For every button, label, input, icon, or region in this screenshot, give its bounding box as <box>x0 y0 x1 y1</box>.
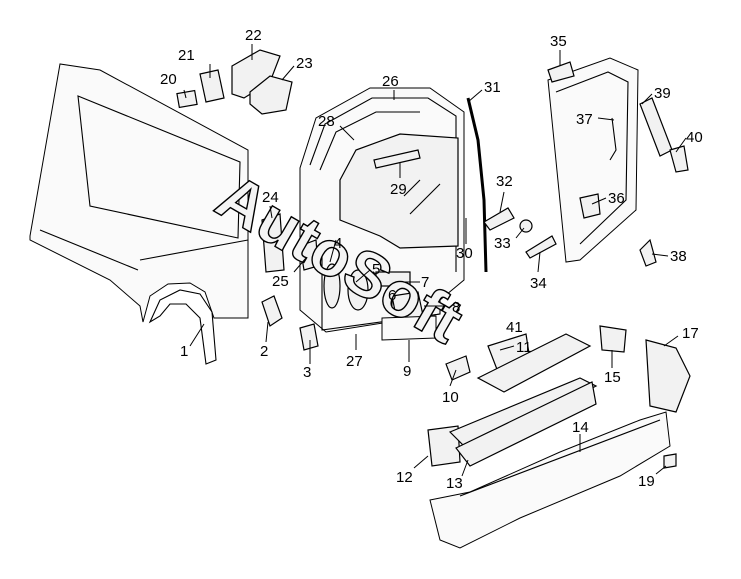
callout-15: 15 <box>604 369 621 386</box>
callout-labels: 1 2 3 4 5 6 7 8 9 10 11 12 13 14 15 17 1… <box>160 27 703 492</box>
callout-39: 39 <box>654 85 671 102</box>
callout-32: 32 <box>496 173 513 190</box>
rear-bumper <box>429 325 691 549</box>
callout-6: 6 <box>388 287 396 304</box>
callout-5: 5 <box>372 261 380 278</box>
callout-41: 41 <box>506 319 523 336</box>
callout-26: 26 <box>382 73 399 90</box>
callout-27: 27 <box>346 353 363 370</box>
callout-33: 33 <box>494 235 511 252</box>
callout-30: 30 <box>456 245 473 262</box>
callout-23: 23 <box>296 55 313 72</box>
callout-12: 12 <box>396 469 413 486</box>
callout-25: 25 <box>272 273 289 290</box>
callout-3: 3 <box>303 364 311 381</box>
callout-7: 7 <box>421 274 429 291</box>
callout-11: 11 <box>516 339 532 356</box>
callout-35: 35 <box>550 33 567 50</box>
callout-10: 10 <box>442 389 459 406</box>
callout-17: 17 <box>682 325 699 342</box>
door-seal-strip <box>466 97 488 273</box>
callout-28: 28 <box>318 113 335 130</box>
callout-2: 2 <box>260 343 268 360</box>
callout-14: 14 <box>572 419 589 436</box>
callout-31: 31 <box>484 79 501 96</box>
upper-brackets <box>176 49 293 115</box>
callout-9: 9 <box>403 363 411 380</box>
bumper-beam <box>427 333 598 467</box>
callout-4: 4 <box>334 235 342 252</box>
callout-1: 1 <box>180 343 188 360</box>
callout-8: 8 <box>452 299 460 316</box>
callout-36: 36 <box>608 190 625 207</box>
callout-21: 21 <box>178 47 195 64</box>
callout-22: 22 <box>245 27 262 44</box>
callout-29: 29 <box>390 181 407 198</box>
callout-38: 38 <box>670 248 687 265</box>
small-hardware <box>261 207 557 351</box>
callout-20: 20 <box>160 71 177 88</box>
leader-lines <box>183 44 687 477</box>
callout-34: 34 <box>530 275 547 292</box>
callout-24: 24 <box>262 189 279 206</box>
callout-40: 40 <box>686 129 703 146</box>
rear-quarter-panel <box>29 63 249 365</box>
tailgate <box>299 87 465 341</box>
callout-37: 37 <box>576 111 593 128</box>
callout-19: 19 <box>638 473 655 490</box>
callout-13: 13 <box>446 475 463 492</box>
side-door <box>547 57 689 267</box>
